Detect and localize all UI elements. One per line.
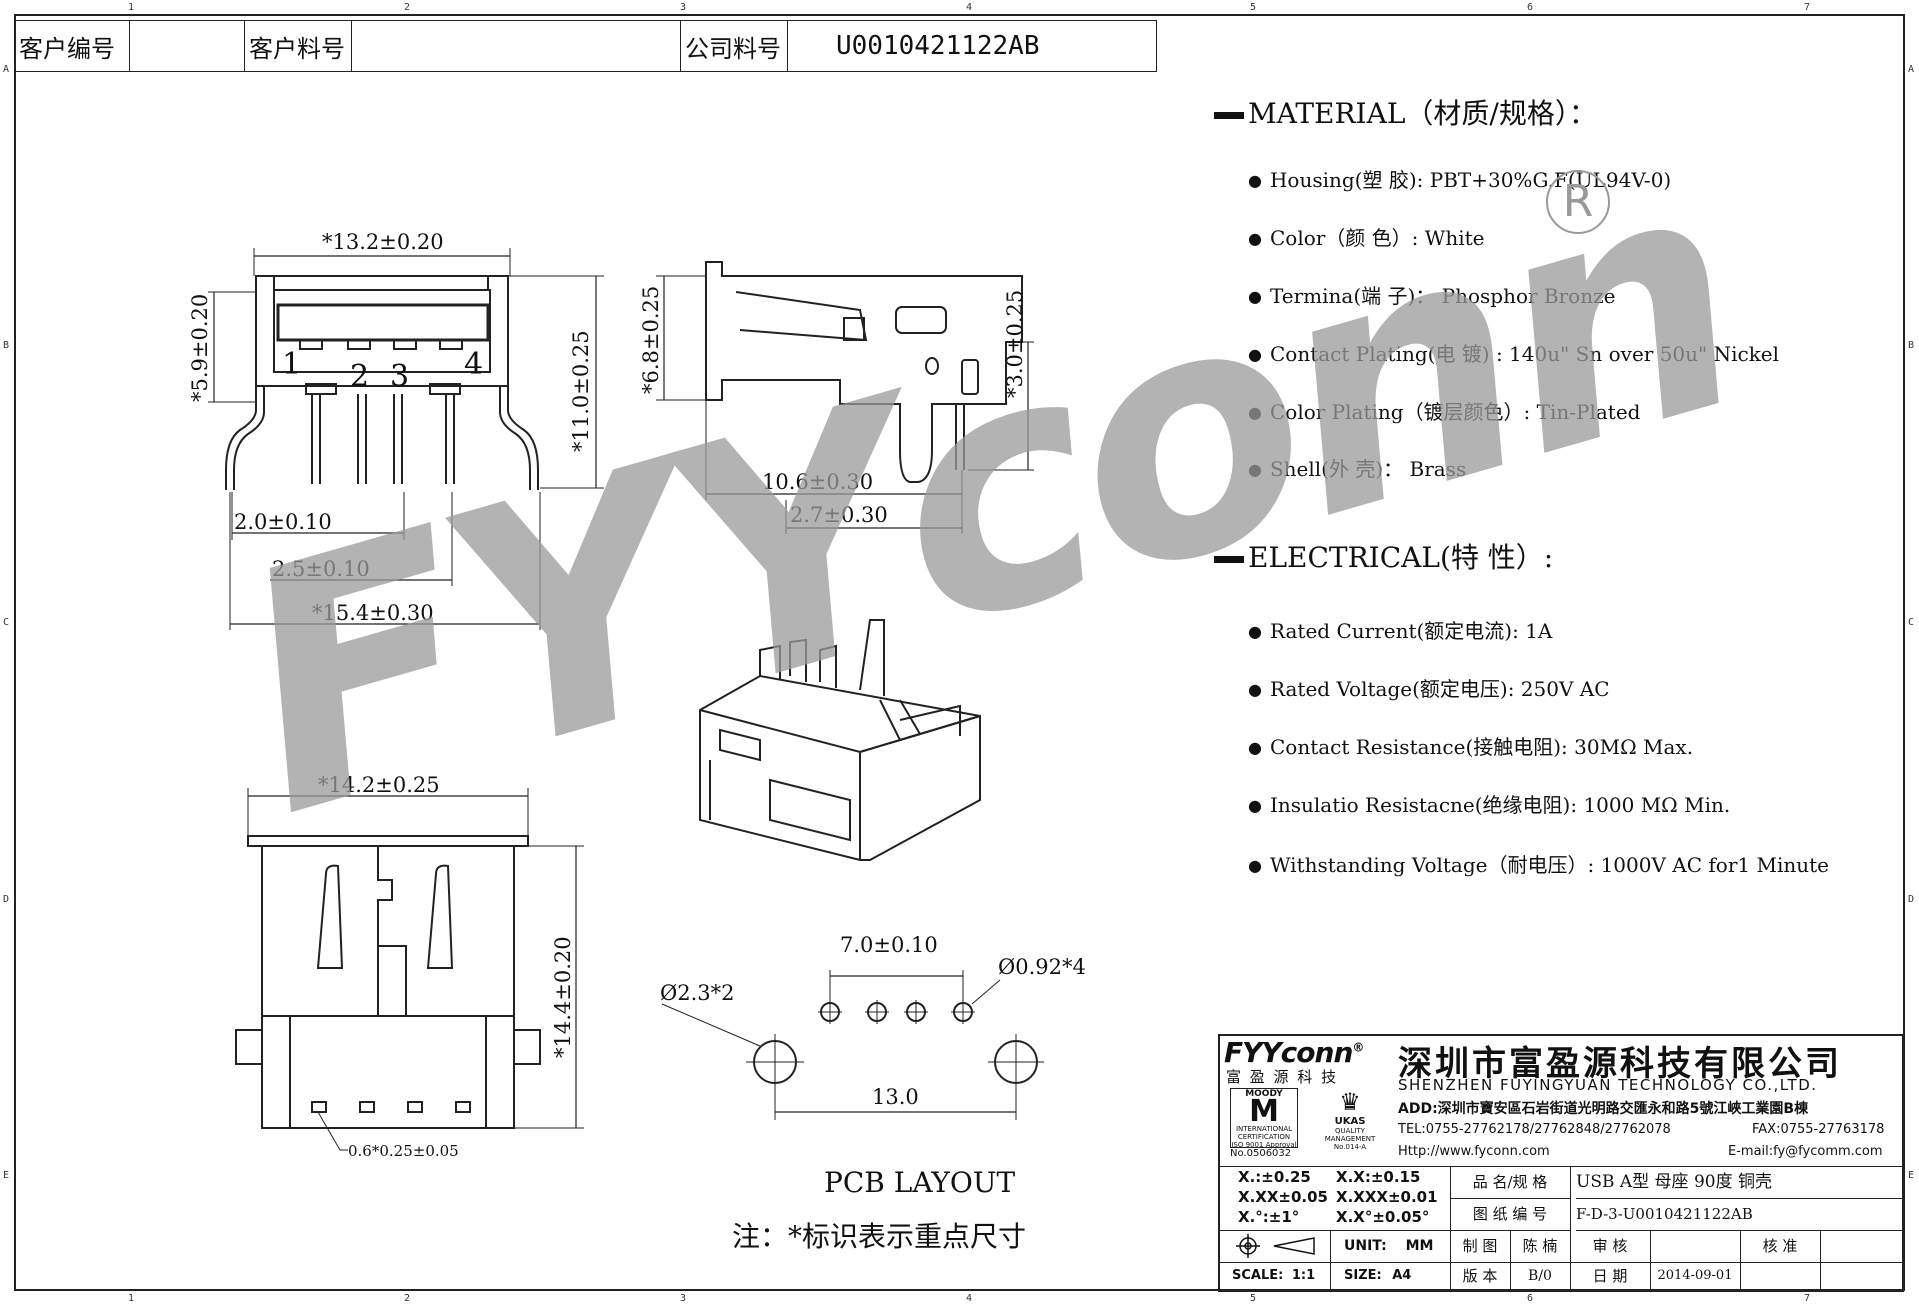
company-part-label: 公司料号 bbox=[680, 20, 788, 72]
company-email: E-mail:fy@fycomm.com bbox=[1728, 1144, 1883, 1159]
drawing-frame bbox=[14, 14, 1905, 1291]
bottom-view bbox=[235, 788, 584, 1151]
customer-part-label: 客户料号 bbox=[244, 20, 352, 72]
dim-side-depth: 10.6±0.30 bbox=[762, 470, 873, 494]
dim-front-width: *13.2±0.20 bbox=[322, 230, 444, 254]
customer-no-value bbox=[129, 20, 245, 72]
side-view bbox=[656, 261, 1034, 534]
name-spec-value: USB A型 母座 90度 铜壳 bbox=[1576, 1166, 1902, 1199]
scale-cell: SCALE: 1:1 bbox=[1220, 1262, 1331, 1290]
tolerance-block: X.:±0.25 X.X:±0.15 X.XX±0.05 X.XXX±0.01 … bbox=[1220, 1166, 1451, 1231]
dim-total-height: *11.0±0.25 bbox=[569, 330, 593, 452]
electrical-withstanding-voltage: Withstanding Voltage（耐电压）: 1000V AC for1… bbox=[1248, 849, 1829, 878]
dim-bottom-height: *14.4±0.20 bbox=[551, 936, 575, 1058]
material-title: MATERIAL（材质/规格）： bbox=[1214, 92, 1597, 132]
dim-pcb-hole-small: Ø0.92*4 bbox=[998, 955, 1086, 979]
material-color: Color（颜 色）: White bbox=[1248, 222, 1485, 251]
ukas-cert: ♛ UKAS QUALITY MANAGEMENT No.014-A bbox=[1316, 1088, 1384, 1151]
dim-overall-width: *15.4±0.30 bbox=[312, 601, 434, 625]
material-color-plating: Color Plating（镀层颜色）: Tin-Plated bbox=[1248, 396, 1641, 425]
empty-cell-2 bbox=[1820, 1262, 1902, 1290]
projection-symbol-icon bbox=[1220, 1230, 1331, 1263]
dim-pin-pitch: 2.0±0.10 bbox=[234, 510, 332, 534]
date-value: 2014-09-01 bbox=[1650, 1262, 1741, 1290]
dim-pcb-hole-large: Ø2.3*2 bbox=[660, 981, 734, 1005]
dim-pin-span: 2.5±0.10 bbox=[272, 557, 370, 581]
registered-mark-icon: R bbox=[1546, 170, 1610, 234]
company-header: FYYconn® 富 盈 源 科 技 深圳市富盈源科技有限公司 SHENZHEN… bbox=[1220, 1036, 1902, 1167]
version-value: B/0 bbox=[1510, 1262, 1571, 1290]
dim-pcb-span: 13.0 bbox=[872, 1085, 919, 1109]
material-contact-plating: Contact Plating(电 镀) : 140u" Sn over 50u… bbox=[1248, 338, 1779, 367]
pcb-layout-label: PCB LAYOUT bbox=[824, 1166, 1015, 1199]
pin-label-4: 4 bbox=[464, 347, 483, 382]
company-name-en: SHENZHEN FUYINGYUAN TECHNOLOGY CO.,LTD. bbox=[1398, 1076, 1818, 1094]
drawing-no-value: F-D-3-U0010421122AB bbox=[1576, 1198, 1902, 1231]
moody-m-icon: M bbox=[1249, 1094, 1279, 1129]
dim-side-height: *6.8±0.25 bbox=[639, 286, 663, 394]
customer-no-label: 客户编号 bbox=[14, 20, 130, 72]
material-terminal: Termina(端 子)： Phosphor Bronze bbox=[1248, 280, 1616, 309]
name-spec-label: 品 名/规 格 bbox=[1450, 1166, 1571, 1199]
cert-number: No.0506032 bbox=[1230, 1148, 1292, 1159]
dimension-note: 注：*标识表示重点尺寸 bbox=[732, 1220, 1026, 1253]
front-view bbox=[208, 248, 604, 630]
company-tel: TEL:0755-27762178/27762848/27762078 bbox=[1398, 1122, 1671, 1137]
dim-front-height: *5.9±0.20 bbox=[188, 294, 212, 402]
company-part-value: U0010421122AB bbox=[787, 20, 1157, 72]
approve-label: 核 准 bbox=[1740, 1230, 1821, 1263]
review-label: 审 核 bbox=[1570, 1230, 1651, 1263]
company-address: ADD:深圳市寶安區石岩街道光明路交匯永和路5號江峽工業園B棟 bbox=[1398, 1101, 1809, 1117]
review-value bbox=[1650, 1230, 1741, 1263]
drawn-value: 陈 楠 bbox=[1510, 1230, 1571, 1263]
header-table: 客户编号 客户料号 公司料号 U0010421122AB bbox=[14, 20, 1157, 72]
company-fax: FAX:0755-27763178 bbox=[1752, 1122, 1885, 1137]
pin-label-1: 1 bbox=[282, 347, 301, 382]
company-logo: FYYconn® bbox=[1224, 1036, 1364, 1069]
crown-icon: ♛ bbox=[1339, 1088, 1361, 1116]
dim-bottom-pin: 0.6*0.25±0.05 bbox=[348, 1142, 459, 1160]
moody-cert: MOODY M INTERNATIONAL CERTIFICATION ISO … bbox=[1230, 1088, 1298, 1149]
electrical-title: ELECTRICAL(特 性）: bbox=[1214, 536, 1553, 576]
dim-bottom-width: *14.2±0.25 bbox=[318, 773, 440, 797]
logo-cn: 富 盈 源 科 技 bbox=[1226, 1068, 1339, 1086]
company-website: Http://www.fyconn.com bbox=[1398, 1144, 1550, 1159]
electrical-insulation-resistance: Insulatio Resistacne(绝缘电阻): 1000 MΩ Min. bbox=[1248, 789, 1730, 818]
date-label: 日 期 bbox=[1570, 1262, 1651, 1290]
version-label: 版 本 bbox=[1450, 1262, 1511, 1290]
size-cell: SIZE: A4 bbox=[1330, 1262, 1451, 1290]
isometric-view bbox=[699, 619, 981, 861]
dim-side-tail: 2.7±0.30 bbox=[790, 503, 888, 527]
title-block: FYYconn® 富 盈 源 科 技 深圳市富盈源科技有限公司 SHENZHEN… bbox=[1218, 1034, 1904, 1292]
drawing-no-label: 图 纸 编 号 bbox=[1450, 1198, 1571, 1231]
electrical-rated-current: Rated Current(额定电流): 1A bbox=[1248, 615, 1552, 644]
material-shell: Shell(外 壳)： Brass bbox=[1248, 453, 1466, 482]
unit-cell: UNIT: MM bbox=[1330, 1230, 1451, 1263]
approve-value bbox=[1820, 1230, 1902, 1263]
pcb-layout bbox=[661, 970, 1044, 1120]
drawn-label: 制 图 bbox=[1450, 1230, 1511, 1263]
dim-side-right: *3.0±0.25 bbox=[1003, 290, 1027, 398]
pin-label-3: 3 bbox=[390, 359, 409, 394]
company-name-cn: 深圳市富盈源科技有限公司 bbox=[1398, 1044, 1842, 1084]
electrical-contact-resistance: Contact Resistance(接触电阻): 30MΩ Max. bbox=[1248, 731, 1693, 760]
electrical-rated-voltage: Rated Voltage(额定电压): 250V AC bbox=[1248, 673, 1610, 702]
empty-cell-1 bbox=[1740, 1262, 1821, 1290]
pin-label-2: 2 bbox=[350, 359, 369, 394]
dim-pcb-pitch: 7.0±0.10 bbox=[840, 933, 938, 957]
